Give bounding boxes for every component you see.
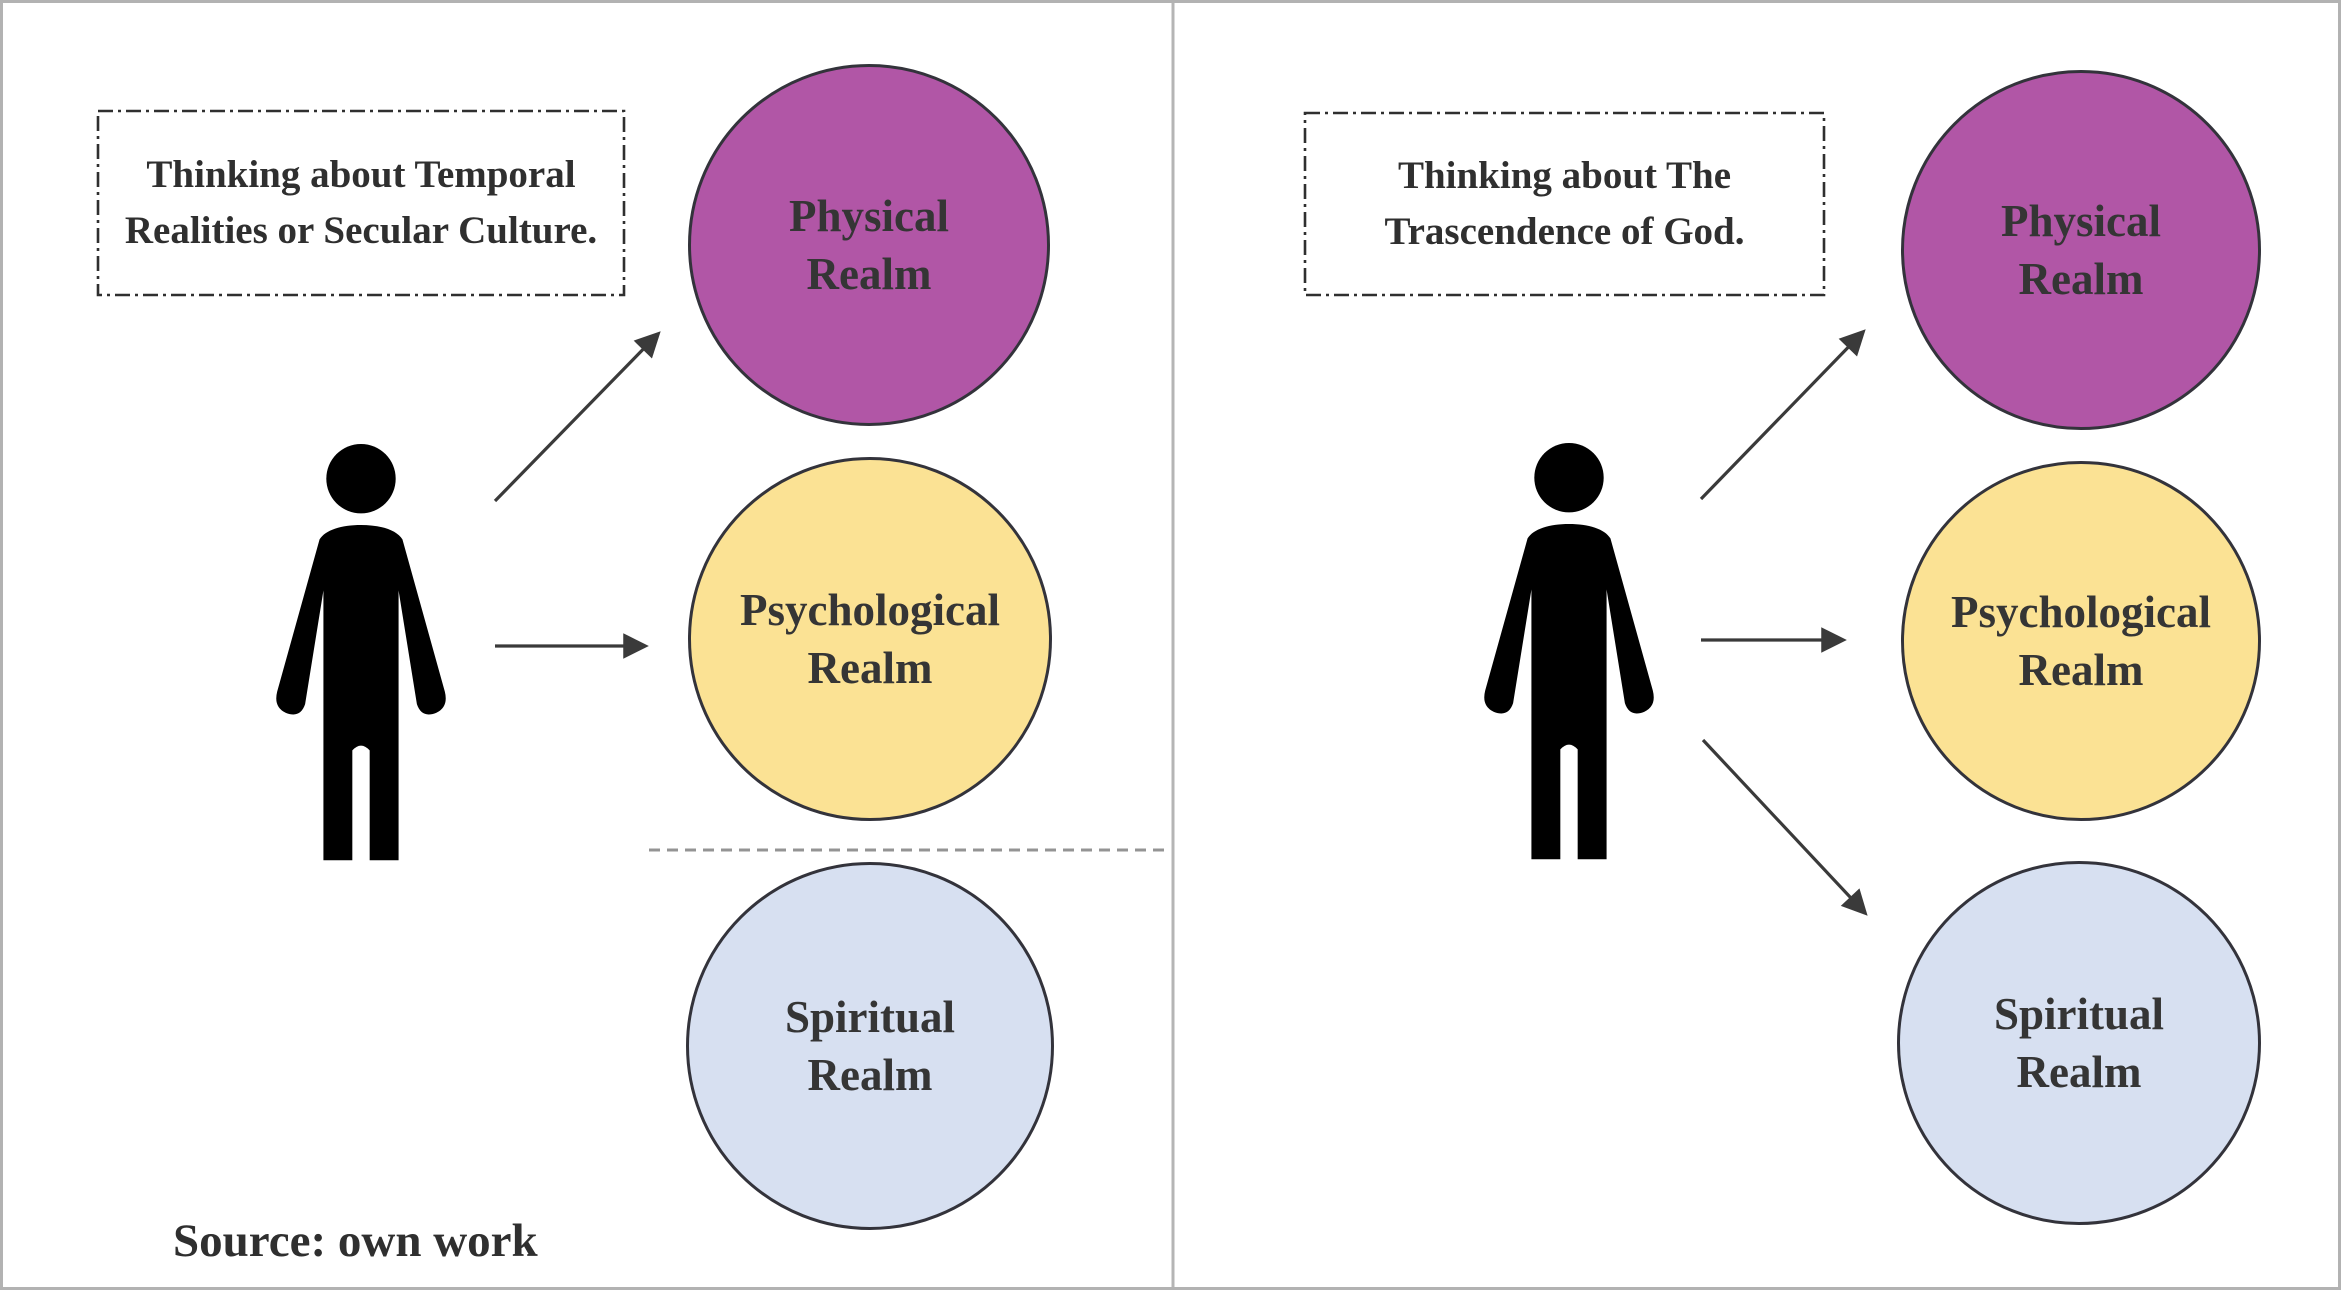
right-psychological-realm-label-line2: Realm xyxy=(2018,645,2144,695)
left-person-icon xyxy=(276,444,446,861)
left-physical-realm-label-line1: Physical xyxy=(788,191,949,241)
right-thought-box-border xyxy=(1303,111,1826,297)
right-arrow-to-physical xyxy=(1699,329,1866,501)
right-arrow-to-spiritual xyxy=(1701,738,1868,916)
left-physical-realm-circle: Physical Realm xyxy=(688,64,1050,426)
right-thought-box: Thinking about The Trascendence of God. xyxy=(1305,113,1824,295)
left-psychological-realm-label-line1: Psychological xyxy=(740,585,1000,635)
left-thought-line1: Thinking about Temporal xyxy=(146,153,576,196)
right-psychological-realm-circle: Psychological Realm xyxy=(1901,461,2261,821)
left-thought-box: Thinking about Temporal Realities or Sec… xyxy=(98,111,624,295)
right-psychological-realm-label-line1: Psychological xyxy=(1951,587,2211,637)
right-spiritual-realm-circle: Spiritual Realm xyxy=(1897,861,2261,1225)
right-spiritual-realm-label-line1: Spiritual xyxy=(1993,989,2165,1039)
left-arrow-to-physical xyxy=(493,331,661,503)
right-spiritual-realm-label-line2: Realm xyxy=(2016,1047,2142,1097)
right-thought-line1: Thinking about The xyxy=(1397,154,1732,197)
left-psychological-realm-label-line2: Realm xyxy=(807,643,933,693)
right-person-icon xyxy=(1484,443,1654,860)
left-thought-box-border xyxy=(96,109,626,297)
left-thought-line2: Realities or Secular Culture. xyxy=(124,209,598,252)
right-physical-realm-label-line1: Physical xyxy=(2000,196,2161,246)
diagram-geometry-layer xyxy=(96,3,1868,1287)
source-note: Source: own work xyxy=(173,1215,538,1267)
right-physical-realm-label-line2: Realm xyxy=(2018,254,2144,304)
left-psychological-realm-circle: Psychological Realm xyxy=(688,457,1052,821)
right-thought-line2: Trascendence of God. xyxy=(1384,210,1745,253)
left-spiritual-realm-circle: Spiritual Realm xyxy=(686,862,1054,1230)
right-physical-realm-circle: Physical Realm xyxy=(1901,70,2261,430)
left-spiritual-realm-label-line1: Spiritual xyxy=(784,992,956,1042)
left-spiritual-realm-label-line2: Realm xyxy=(807,1050,933,1100)
left-physical-realm-label-line2: Realm xyxy=(806,249,932,299)
